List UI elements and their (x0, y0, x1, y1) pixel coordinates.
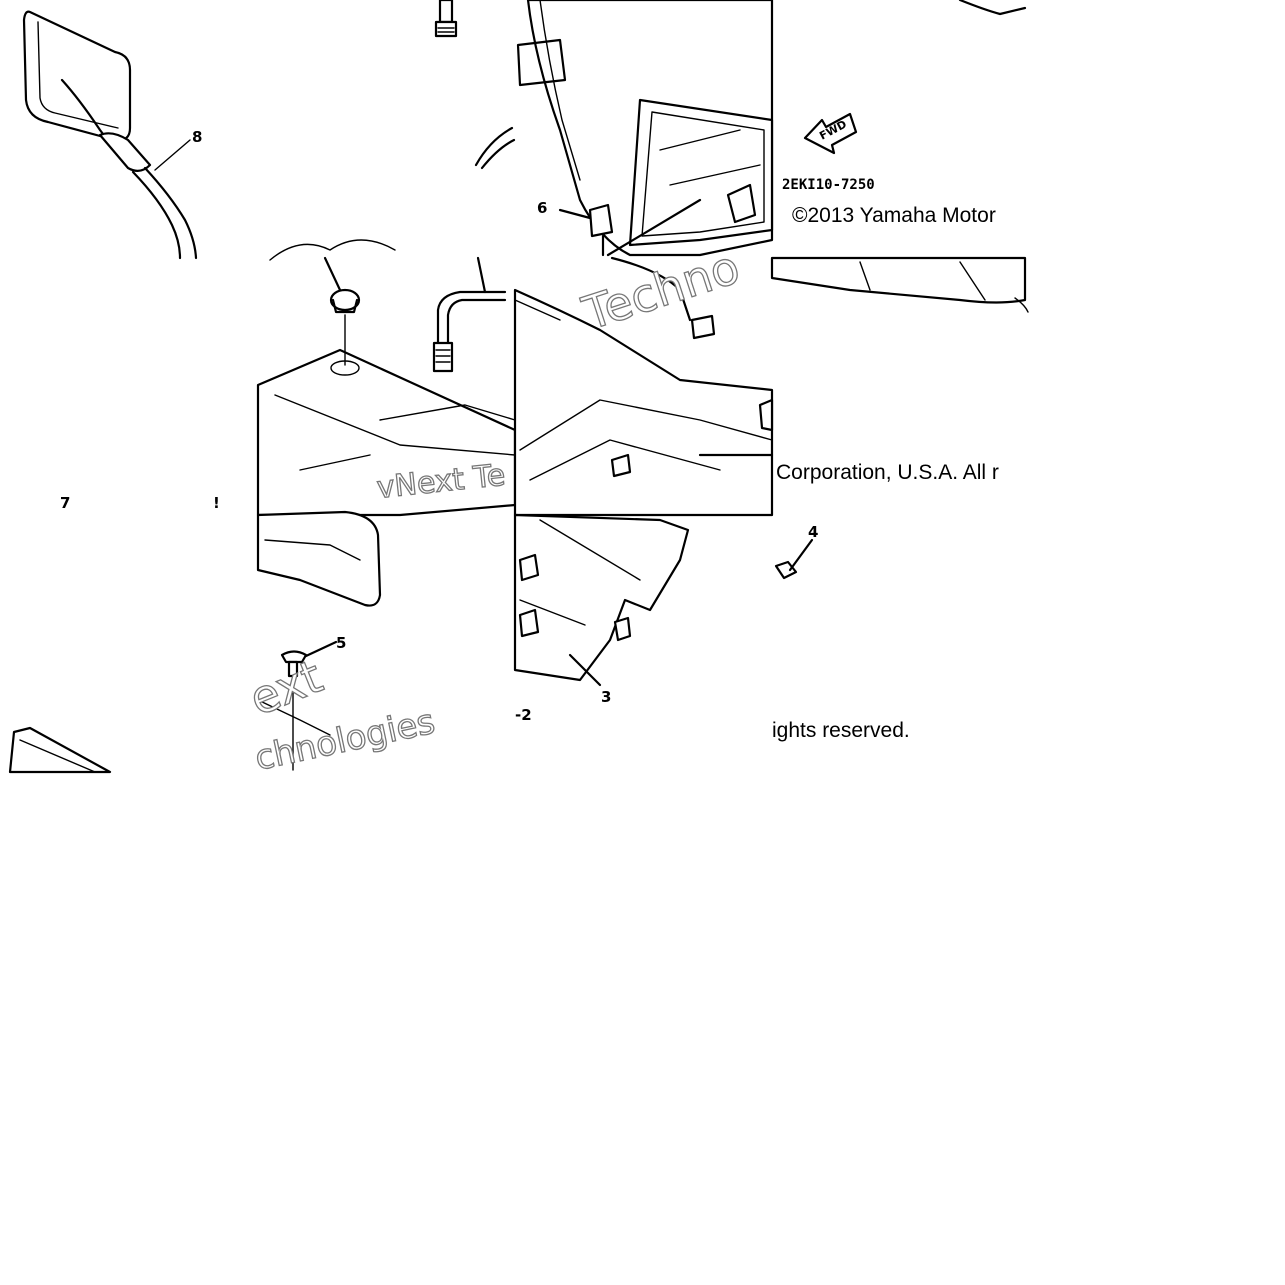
screw-5 (280, 650, 308, 664)
copyright-line-2: Corporation, U.S.A. All r (776, 461, 999, 484)
bolt-top-drawing (434, 0, 516, 170)
watermark-3: ext (242, 649, 330, 726)
callout-3: 3 (601, 688, 611, 706)
callout-7: 7 (60, 494, 70, 512)
mirror-left-drawing (22, 10, 198, 260)
callout-mark: ! (213, 494, 220, 512)
callout-2: -2 (515, 706, 532, 724)
copyright-line-3: ights reserved. (772, 719, 910, 742)
fwd-arrow-icon: FWD (803, 112, 858, 155)
callout-6: 6 (537, 199, 547, 217)
copyright-line-1: ©2013 Yamaha Motor (792, 204, 996, 227)
part-edge-top-right (958, 0, 1027, 16)
screw-4 (774, 560, 798, 580)
grommet (329, 288, 361, 312)
cowling-top-drawing (516, 0, 774, 257)
cowling-bottom-drawing (8, 510, 814, 774)
part-code-label: 2EKI10-7250 (782, 177, 875, 193)
callout-4: 4 (808, 523, 818, 541)
callout-5: 5 (336, 634, 346, 652)
callout-8: 8 (192, 128, 202, 146)
